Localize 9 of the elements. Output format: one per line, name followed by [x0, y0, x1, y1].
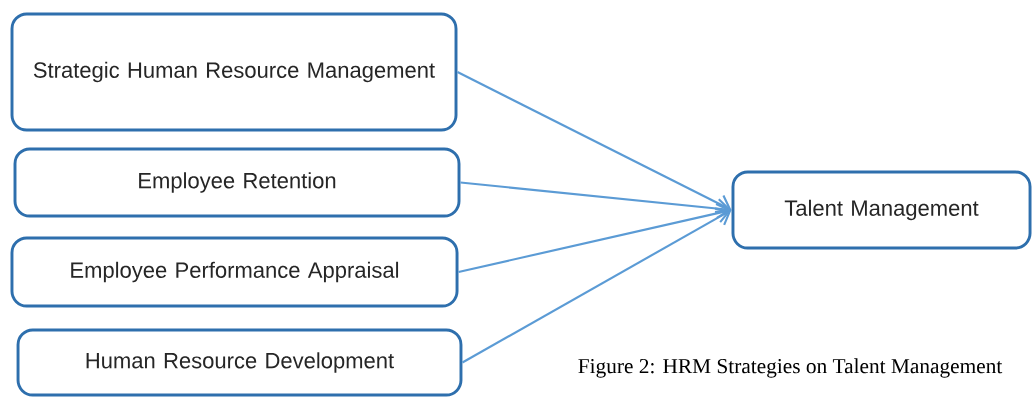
process-box: Strategic Human Resource Management: [10, 12, 458, 132]
process-box: Employee Retention: [13, 147, 461, 218]
process-box: Talent Management: [731, 170, 1032, 250]
process-box: Human Resource Development: [16, 328, 463, 397]
arrow: [461, 207, 732, 364]
arrow: [458, 203, 732, 274]
arrow: [457, 71, 732, 214]
process-box: Employee Performance Appraisal: [10, 236, 459, 308]
caption: Figure 2: HRM Strategies on Talent Management: [578, 358, 1003, 378]
